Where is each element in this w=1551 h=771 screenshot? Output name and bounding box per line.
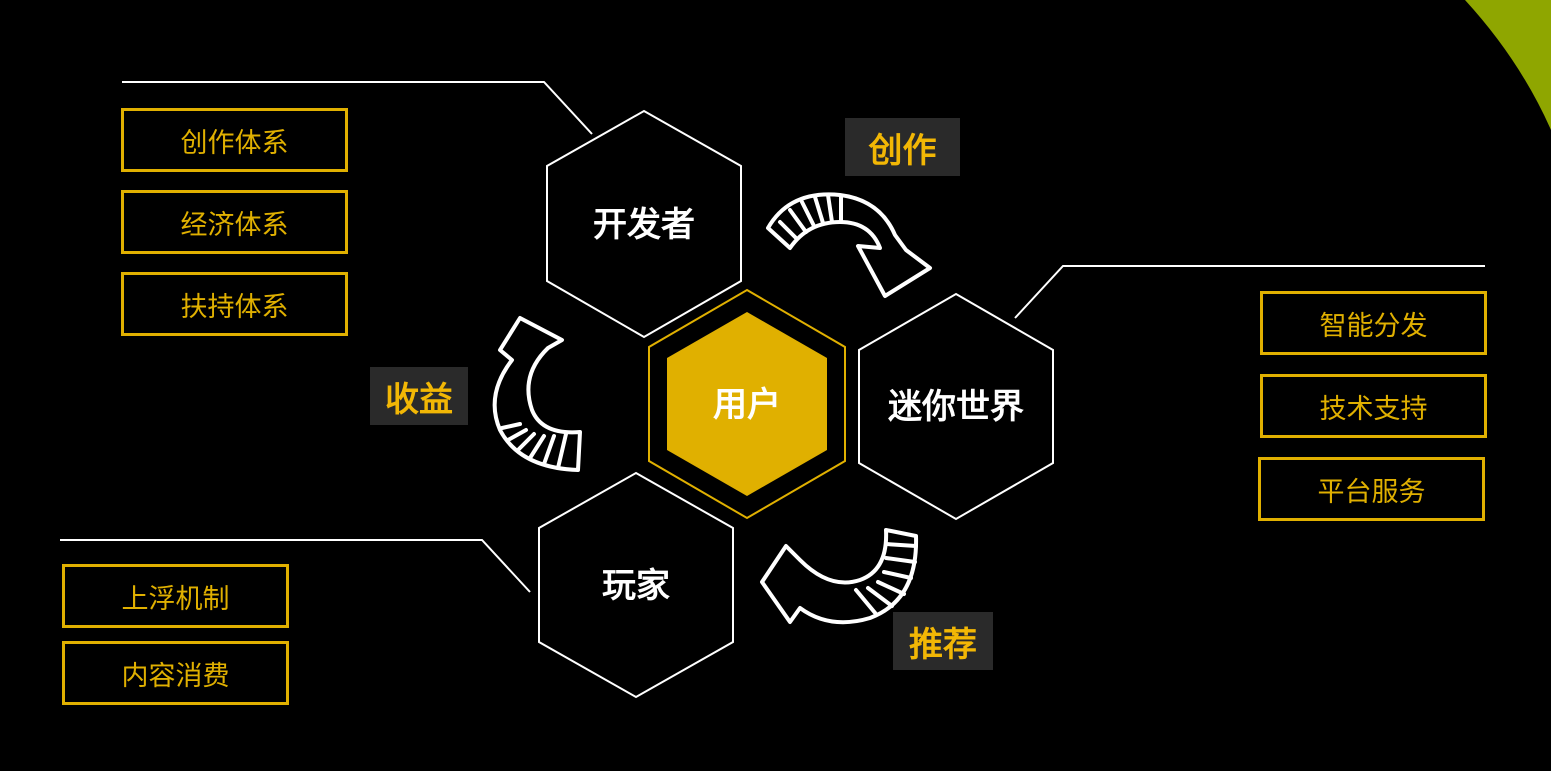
developer-hexagon-label: 开发者 [593,205,695,245]
player-item: 内容消费 [62,641,289,705]
developer-item: 经济体系 [121,190,348,254]
revenue-arrow-icon [492,316,582,472]
create-tag: 创作 [845,118,960,176]
mini-world-connector-line [1014,265,1485,319]
center-hexagon-outline [648,288,846,520]
mini-world-hexagon-label: 迷你世界 [888,387,1024,427]
recommend-tag: 推荐 [893,612,993,670]
mini-world-item: 智能分发 [1260,291,1487,355]
developer-connector-line [122,81,593,135]
mini-world-item: 技术支持 [1260,374,1487,438]
developer-item: 创作体系 [121,108,348,172]
player-connector-line [60,539,531,593]
create-arrow-icon [766,192,932,298]
mini-world-hexagon [858,292,1054,521]
recommend-arrow-icon [760,528,919,625]
revenue-tag: 收益 [370,367,468,425]
developer-hexagon [546,109,742,339]
center-hexagon-label: 用户 [713,385,781,425]
mini-world-item: 平台服务 [1258,457,1485,521]
player-hexagon [538,471,734,699]
player-item: 上浮机制 [62,564,289,628]
corner-accent-shape [1465,0,1551,130]
center-hexagon [667,312,827,496]
developer-item: 扶持体系 [121,272,348,336]
player-hexagon-label: 玩家 [602,566,670,606]
